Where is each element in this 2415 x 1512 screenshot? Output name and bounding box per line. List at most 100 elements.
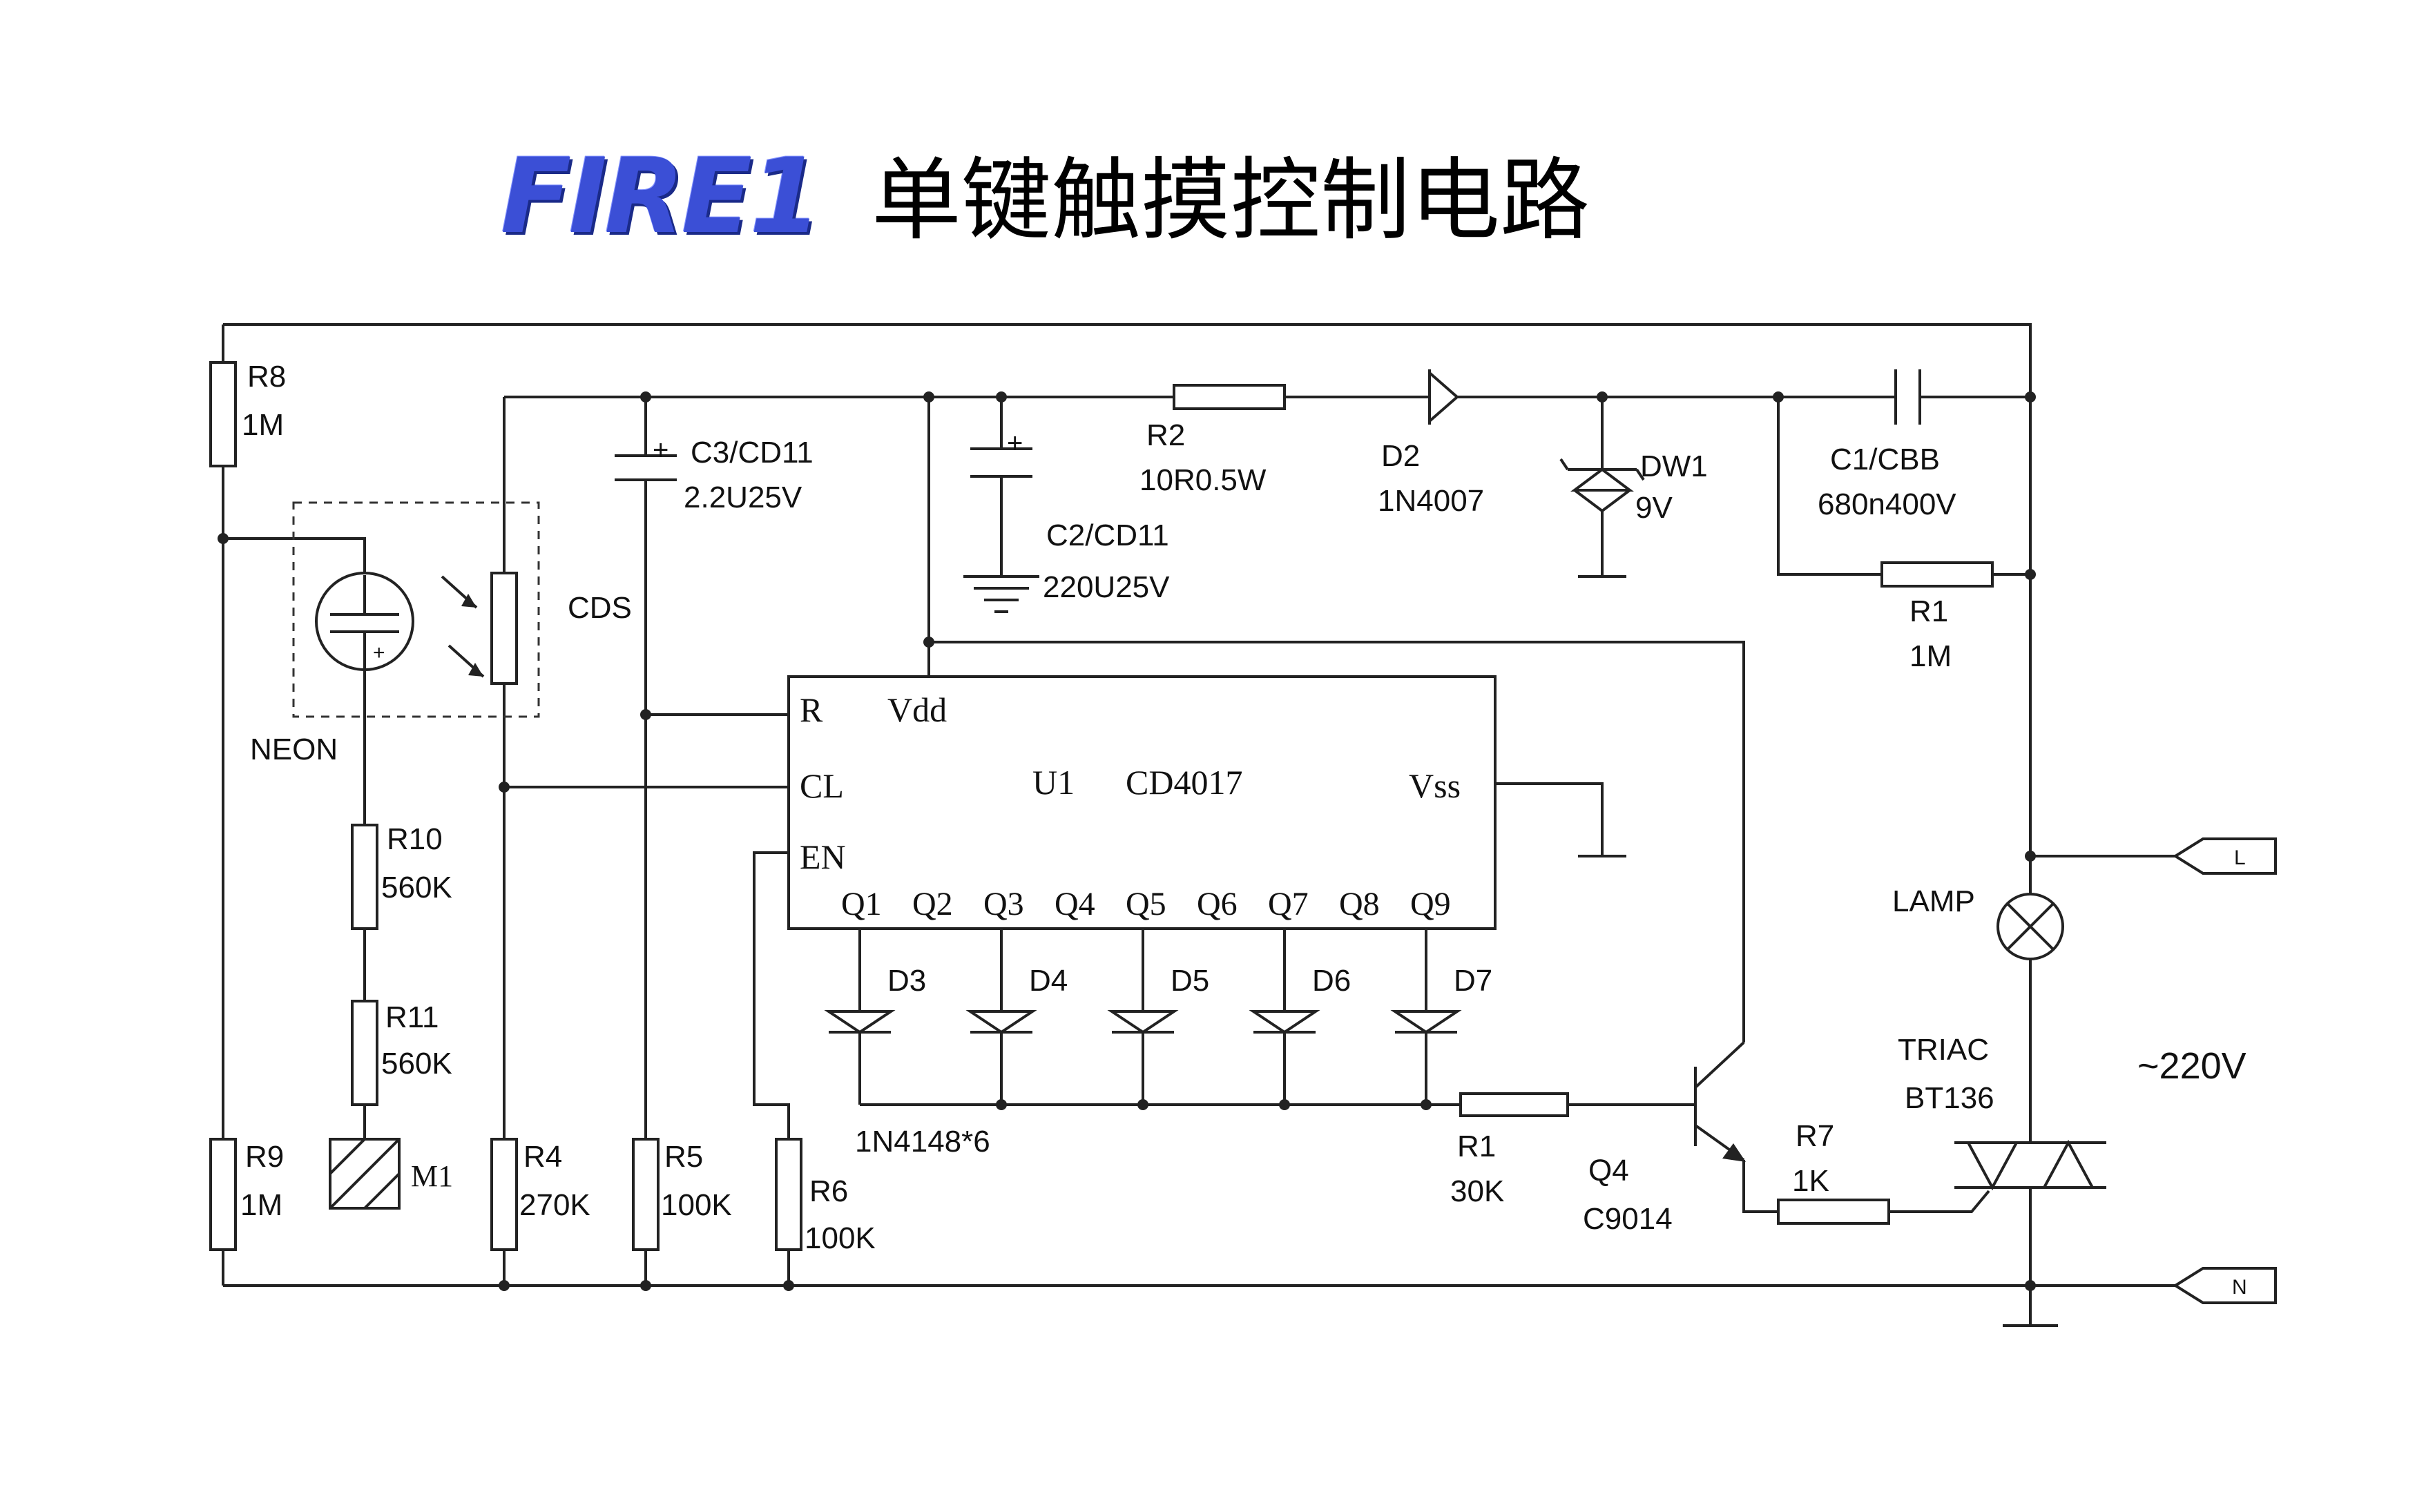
capacitor-c3: + C3/CD11 2.2U25V xyxy=(615,435,814,514)
svg-text:Vss: Vss xyxy=(1409,766,1461,805)
capacitor-c2: + C2/CD11 220U25V xyxy=(963,428,1170,613)
resistor-r8: R8 1M xyxy=(209,360,286,467)
lamp: LAMP xyxy=(1892,884,2064,960)
svg-text:M1: M1 xyxy=(411,1159,453,1193)
svg-text:C2/CD11: C2/CD11 xyxy=(1046,518,1169,552)
resistor-r11: R11 560K xyxy=(351,1000,452,1106)
svg-text:R6: R6 xyxy=(809,1174,848,1208)
diode-d6: D6 xyxy=(1249,964,1351,1034)
neon-cds-optocoupler: + NEON CDS xyxy=(250,501,632,766)
svg-text:L: L xyxy=(2234,846,2246,869)
svg-text:R5: R5 xyxy=(664,1140,703,1174)
diode-d4: D4 xyxy=(965,964,1068,1034)
resistor-r9: R9 1M xyxy=(209,1138,284,1251)
svg-text:100K: 100K xyxy=(805,1221,876,1255)
resistor-r1-1m: R1 1M xyxy=(1880,561,1994,673)
mains-voltage-label: ~220V xyxy=(2137,1045,2246,1087)
ic-output-q9: Q9 xyxy=(1410,886,1451,922)
diode-part-label: 1N4148*6 xyxy=(855,1125,990,1159)
svg-text:680n400V: 680n400V xyxy=(1818,487,1956,521)
ic-output-q7: Q7 xyxy=(1268,886,1309,922)
svg-text:D5: D5 xyxy=(1171,964,1209,998)
resistor-r5: R5 100K xyxy=(632,1138,732,1251)
triac-bt136: TRIAC BT136 xyxy=(1898,1033,2106,1191)
ic-output-q8: Q8 xyxy=(1339,886,1380,922)
capacitor-c1: C1/CBB 680n400V xyxy=(1818,369,1956,521)
svg-text:560K: 560K xyxy=(381,1047,452,1080)
svg-text:R8: R8 xyxy=(247,360,286,394)
svg-text:D6: D6 xyxy=(1312,964,1351,998)
svg-text:R: R xyxy=(800,690,823,729)
svg-text:R10: R10 xyxy=(387,822,443,856)
svg-text:CL: CL xyxy=(800,766,844,805)
svg-text:D4: D4 xyxy=(1029,964,1068,998)
junction-dots xyxy=(218,391,2036,1291)
ic-output-q5: Q5 xyxy=(1126,886,1166,922)
svg-text:C9014: C9014 xyxy=(1583,1202,1673,1236)
svg-text:1K: 1K xyxy=(1792,1164,1829,1198)
svg-text:30K: 30K xyxy=(1450,1174,1504,1208)
resistor-r1-30k: R1 30K xyxy=(1450,1092,1569,1208)
zener-dw1: DW1 9V xyxy=(1559,449,1708,578)
svg-text:D2: D2 xyxy=(1381,439,1420,473)
diode-d3: D3 xyxy=(824,964,926,1034)
svg-text:560K: 560K xyxy=(381,871,452,904)
svg-text:100K: 100K xyxy=(661,1188,732,1222)
diode-d2: D2 1N4007 xyxy=(1378,369,1484,518)
svg-text:R1: R1 xyxy=(1457,1130,1496,1163)
svg-text:N: N xyxy=(2232,1276,2247,1299)
svg-text:1M: 1M xyxy=(242,408,284,442)
svg-text:10R0.5W: 10R0.5W xyxy=(1139,463,1267,497)
resistor-r6: R6 100K xyxy=(775,1138,876,1255)
touch-plate-m1: M1 xyxy=(329,1138,453,1210)
svg-text:CD4017: CD4017 xyxy=(1126,763,1242,802)
terminal-n: N xyxy=(2173,1267,2277,1304)
terminal-l: L xyxy=(2173,837,2277,875)
svg-text:D7: D7 xyxy=(1454,964,1492,998)
svg-text:270K: 270K xyxy=(519,1188,590,1222)
page-title: 单键触摸控制电路 xyxy=(872,148,1590,253)
diode-d7: D7 xyxy=(1390,964,1492,1034)
svg-text:R9: R9 xyxy=(245,1140,284,1174)
svg-text:LAMP: LAMP xyxy=(1892,884,1975,918)
svg-text:NEON: NEON xyxy=(250,733,338,766)
svg-text:DW1: DW1 xyxy=(1640,449,1708,483)
svg-text:+: + xyxy=(653,435,668,465)
svg-text:C3/CD11: C3/CD11 xyxy=(691,436,814,469)
svg-text:9V: 9V xyxy=(1635,491,1673,525)
svg-text:R4: R4 xyxy=(523,1140,562,1174)
svg-text:Vdd: Vdd xyxy=(887,690,947,729)
svg-text:D3: D3 xyxy=(887,964,926,998)
svg-text:EN: EN xyxy=(800,837,846,876)
svg-text:+: + xyxy=(373,641,385,664)
svg-text:R11: R11 xyxy=(385,1000,439,1034)
svg-text:R2: R2 xyxy=(1146,418,1185,452)
svg-text:R7: R7 xyxy=(1796,1119,1834,1153)
svg-text:2.2U25V: 2.2U25V xyxy=(684,481,802,514)
svg-text:R1: R1 xyxy=(1909,594,1948,628)
ic-output-q3: Q3 xyxy=(983,886,1024,922)
svg-text:U1: U1 xyxy=(1032,763,1075,802)
svg-text:1N4007: 1N4007 xyxy=(1378,484,1484,518)
svg-text:1M: 1M xyxy=(240,1188,282,1222)
svg-text:220U25V: 220U25V xyxy=(1043,570,1170,604)
svg-text:+: + xyxy=(1007,428,1023,458)
resistor-r4: R4 270K xyxy=(490,1138,590,1251)
svg-text:Q4: Q4 xyxy=(1588,1154,1629,1188)
fire1-logo: FIRE1 xyxy=(501,137,822,257)
resistor-r7: R7 1K xyxy=(1777,1119,1890,1225)
ic-output-q6: Q6 xyxy=(1197,886,1238,922)
transistor-q4: Q4 C9014 xyxy=(1583,1041,1746,1236)
diode-d5: D5 xyxy=(1107,964,1209,1034)
svg-text:TRIAC: TRIAC xyxy=(1898,1033,1989,1067)
svg-text:CDS: CDS xyxy=(568,591,632,625)
svg-text:1M: 1M xyxy=(1909,639,1952,673)
resistor-r2: R2 10R0.5W xyxy=(1139,384,1286,497)
ic-output-q1: Q1 xyxy=(841,886,882,922)
resistor-r10: R10 560K xyxy=(351,822,452,930)
svg-text:C1/CBB: C1/CBB xyxy=(1830,443,1940,476)
ic-output-q4: Q4 xyxy=(1055,886,1095,922)
